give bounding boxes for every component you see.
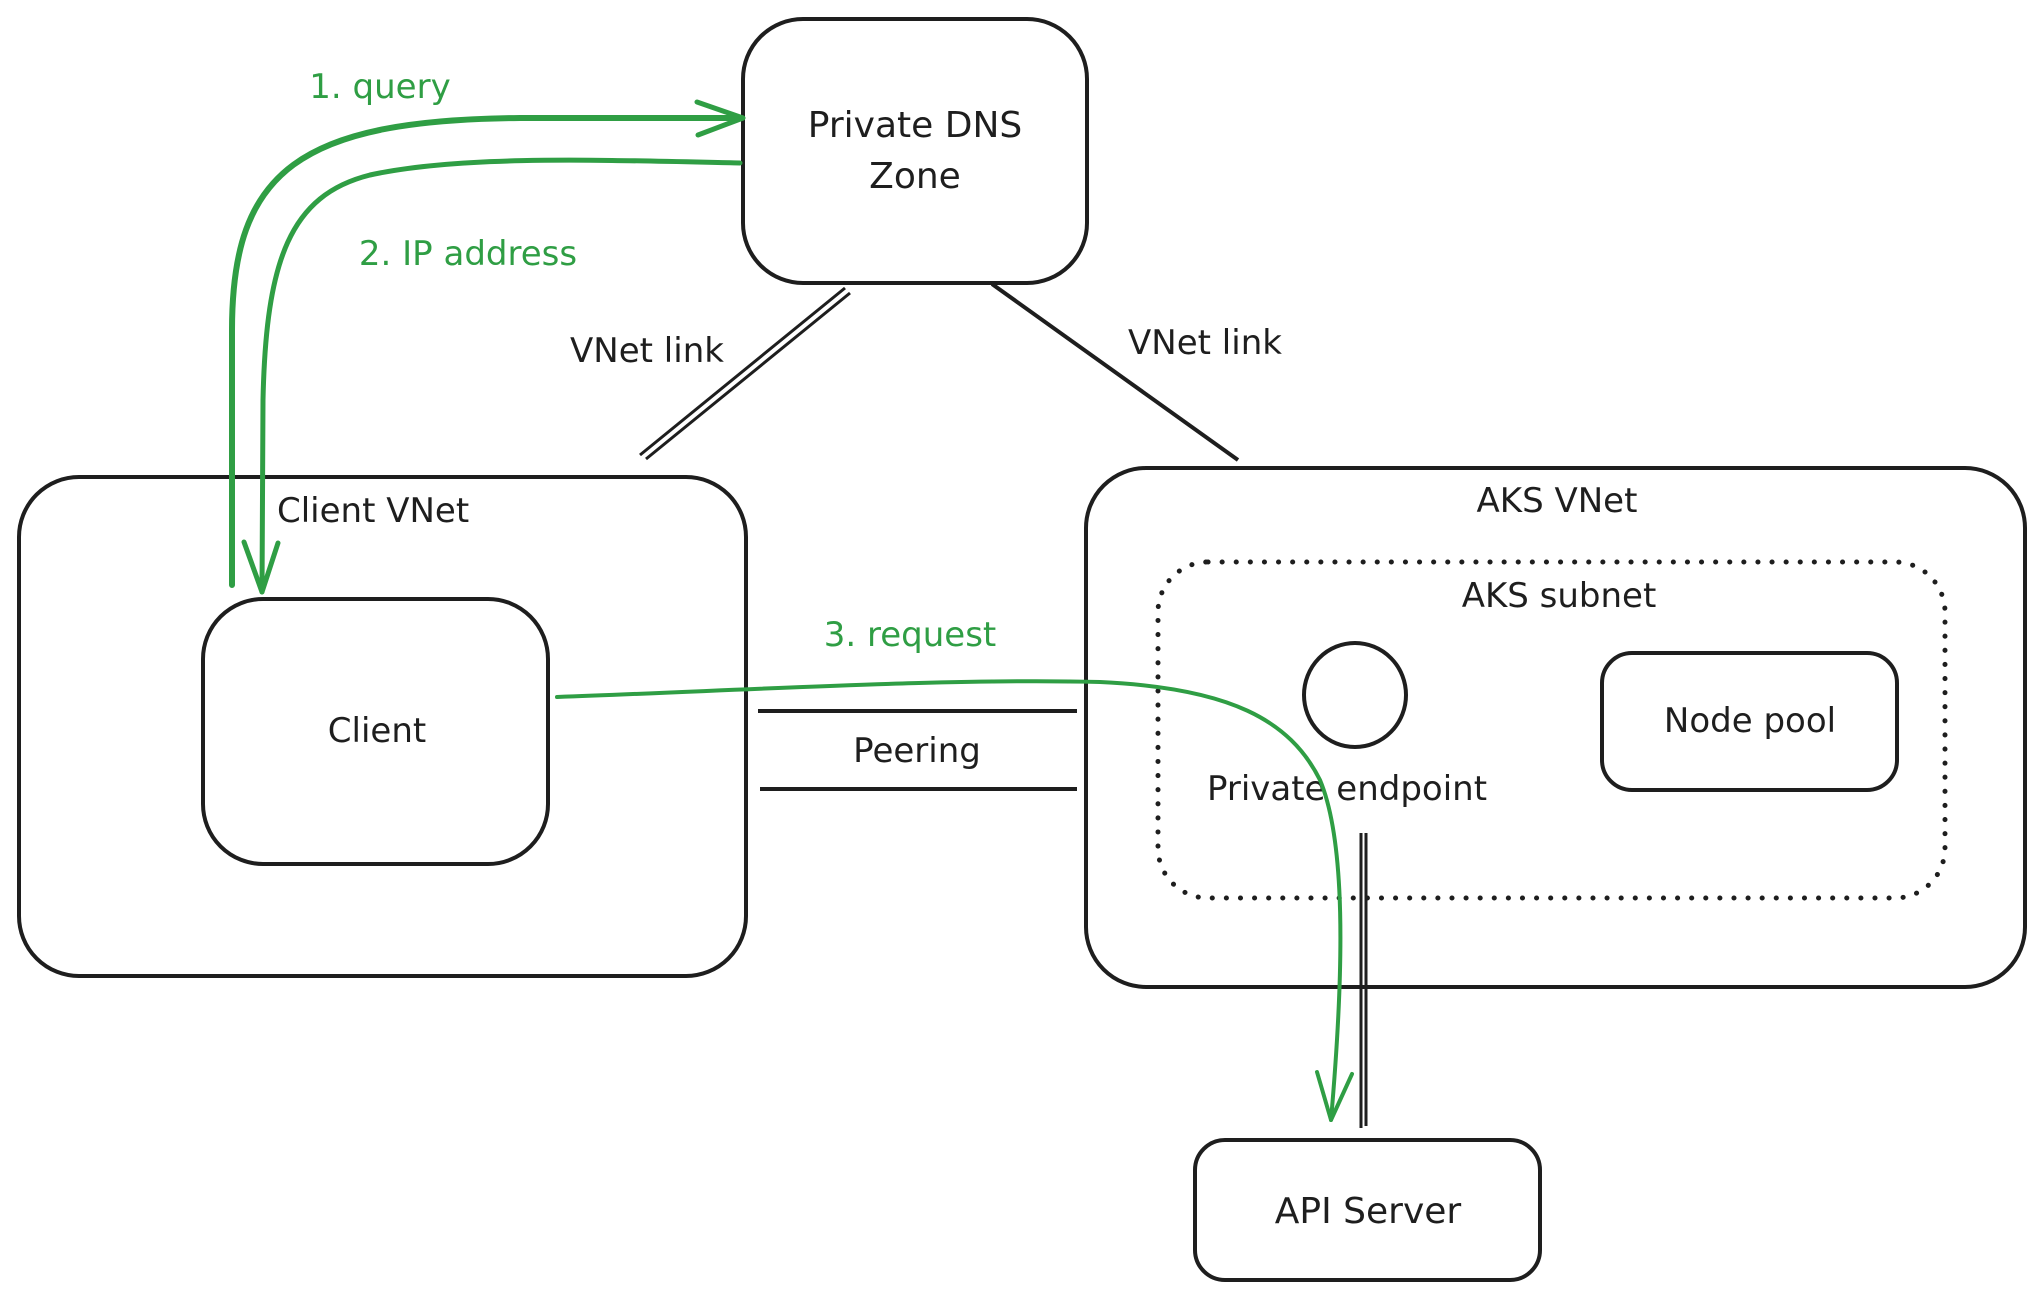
node-pool-node[interactable]: Node pool xyxy=(1600,651,1899,792)
client-vnet-label: Client VNet xyxy=(277,491,469,531)
vnet-link-client-label: VNet link xyxy=(570,331,724,371)
flow-ip-address-path xyxy=(259,157,743,595)
aks-subnet-label: AKS subnet xyxy=(1462,576,1657,616)
node-pool-label: Node pool xyxy=(1664,701,1836,741)
aks-subnet-box xyxy=(1155,559,1948,901)
flow-ip-address-arrowhead xyxy=(241,539,281,595)
flow-query-arrow xyxy=(229,99,746,588)
vnet-link-client-line-b xyxy=(645,291,851,461)
private-endpoint-circle xyxy=(1302,641,1408,749)
flow-request-label: 3. request xyxy=(824,615,997,655)
vnet-link-client-line-a xyxy=(639,286,846,457)
client-vnet-box xyxy=(17,475,748,978)
private-dns-zone-node[interactable]: Private DNS Zone xyxy=(741,17,1089,285)
api-server-node[interactable]: API Server xyxy=(1193,1138,1542,1282)
aks-vnet-box xyxy=(1084,466,2027,989)
node-pool-box xyxy=(1600,651,1899,792)
flow-request-arrowhead xyxy=(1315,1070,1354,1122)
flow-query-path xyxy=(229,115,745,588)
vnet-link-aks-line xyxy=(990,282,1240,462)
aks-vnet-node[interactable]: AKS VNet xyxy=(1084,466,2027,989)
private-endpoint-label: Private endpoint xyxy=(1207,769,1487,809)
api-server-label: API Server xyxy=(1275,1191,1462,1232)
flow-query-arrowhead xyxy=(694,99,746,138)
aks-vnet-label: AKS VNet xyxy=(1477,481,1638,521)
private-dns-zone-box xyxy=(741,17,1089,285)
private-dns-zone-label-line1: Private DNS xyxy=(808,105,1022,146)
vnet-link-aks-connector xyxy=(990,282,1240,462)
vnet-link-aks-label: VNet link xyxy=(1128,323,1282,363)
api-server-box xyxy=(1193,1138,1542,1282)
private-dns-zone-label-line2: Zone xyxy=(869,156,961,197)
client-node[interactable]: Client xyxy=(201,597,550,866)
peering-connector: Peering xyxy=(758,709,1077,791)
flow-request-path xyxy=(555,679,1343,1122)
flow-query-label: 1. query xyxy=(309,67,450,107)
private-endpoint-node[interactable]: Private endpoint xyxy=(1207,641,1487,809)
flow-request-arrow xyxy=(555,679,1354,1122)
endpoint-api-connector xyxy=(1359,833,1368,1128)
vnet-link-client-connector xyxy=(639,286,851,461)
client-vnet-node[interactable]: Client VNet xyxy=(17,475,748,978)
flow-ip-address-label: 2. IP address xyxy=(359,234,577,274)
peering-label: Peering xyxy=(853,731,981,771)
client-box xyxy=(201,597,550,866)
aks-subnet-node[interactable]: AKS subnet xyxy=(1155,559,1948,901)
flow-ip-address-arrow xyxy=(241,157,743,595)
client-label: Client xyxy=(328,711,426,751)
